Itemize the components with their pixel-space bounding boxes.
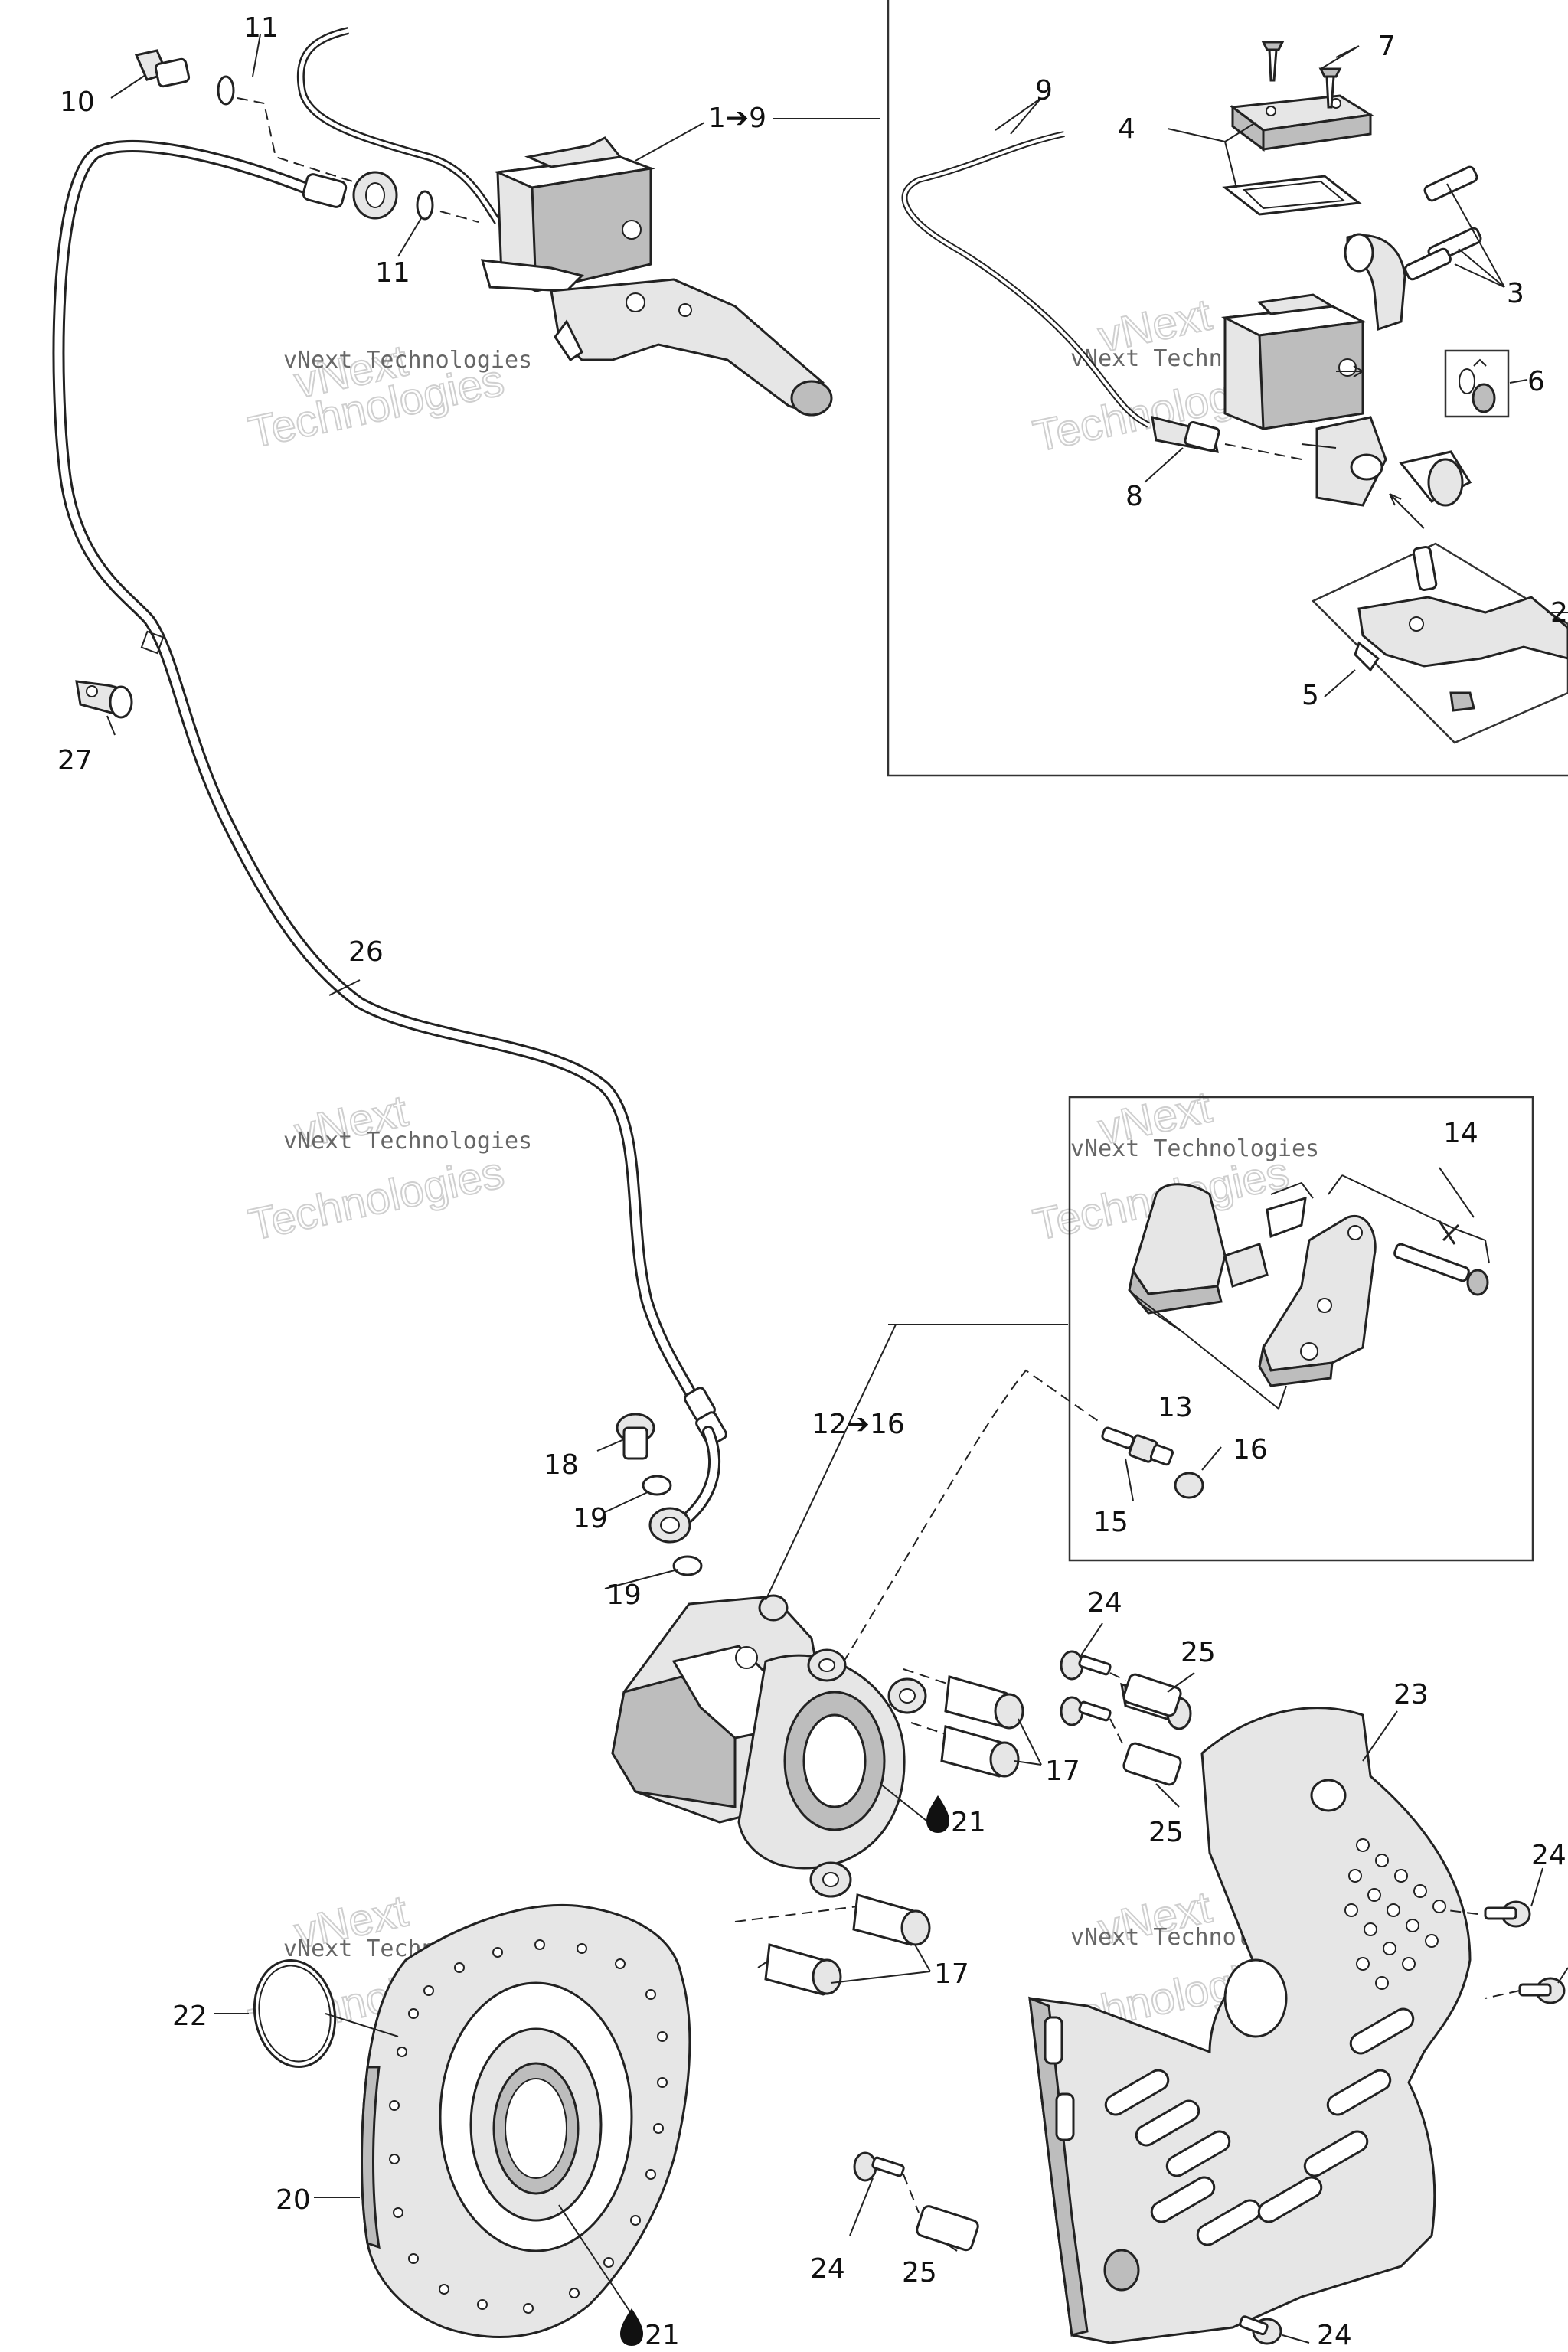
bolt-alignment-lines <box>734 1668 950 1968</box>
leader-lines <box>106 34 1568 2344</box>
guard-holes <box>1344 1838 1446 1990</box>
detail-pin-bracket <box>1341 1174 1490 1264</box>
label-11b: 11 <box>375 257 410 289</box>
oil-drop-icon <box>926 1795 949 1833</box>
disc-guard-23 <box>1028 1707 1472 2344</box>
label-12-to-16: 12➔16 <box>812 1409 905 1440</box>
detail-arrow-body <box>1336 365 1364 377</box>
watermark-text-4: vNext Technologies <box>1070 1135 1319 1162</box>
label-21b-group: 21 <box>620 2308 680 2351</box>
label-25b: 25 <box>1148 1817 1184 1848</box>
detail-pad-spring <box>1223 1181 1314 1288</box>
banjo-bolt-10 <box>134 49 191 88</box>
label-17a: 17 <box>1045 1756 1080 1787</box>
detail-clamp-3 <box>1344 233 1406 332</box>
label-7: 7 <box>1378 31 1396 62</box>
detail-diaphragm-4 <box>1222 175 1362 216</box>
label-25a: 25 <box>1181 1637 1216 1668</box>
detail-switch-wire-9 <box>901 131 1150 428</box>
label-15: 15 <box>1093 1507 1129 1538</box>
oil-drop-icon <box>620 2308 643 2346</box>
master-cylinder-assembly <box>480 136 833 416</box>
sealing-washer-11b <box>416 190 434 220</box>
detail-switch-alignment <box>1224 443 1302 460</box>
label-6: 6 <box>1527 366 1545 397</box>
master-cylinder-detail-frame <box>887 0 1568 777</box>
label-18: 18 <box>544 1449 579 1481</box>
washer-alignment-line <box>237 97 361 185</box>
label-26: 26 <box>348 936 384 968</box>
watermark-big-3b: Technologies <box>244 1148 508 1250</box>
bleeder-valve-15 <box>1101 1426 1174 1466</box>
label-21a: 21 <box>951 1807 986 1838</box>
label-24c: 24 <box>810 2253 845 2285</box>
detail-brake-pads-13 <box>1128 1183 1377 1387</box>
detail-sight-glass-6 <box>1444 349 1510 418</box>
bolts-24 <box>853 1650 1566 2345</box>
snap-ring-22 <box>253 1958 337 2069</box>
brake-caliper-assembly <box>611 1594 927 1898</box>
label-10: 10 <box>60 87 95 118</box>
watermark-1: vNext vNext Technologies Technologies <box>243 335 532 458</box>
label-19b: 19 <box>606 1579 642 1611</box>
caliper-bolts-17 <box>764 1675 1024 1996</box>
banjo-alignment-line-2 <box>439 211 479 223</box>
label-24a: 24 <box>1087 1587 1122 1619</box>
watermark-3: vNext vNext Technologies Technologies <box>243 1085 532 1250</box>
label-1-to-9: 1➔9 <box>708 103 766 134</box>
label-27: 27 <box>57 745 93 776</box>
banjo-bolt-18 <box>616 1413 655 1460</box>
guard-bolt-alignment <box>903 1672 1521 2213</box>
detail-arrow-switch <box>1301 443 1337 449</box>
guard-slots <box>1104 2007 1415 2246</box>
label-22: 22 <box>172 2001 207 2032</box>
brake-hose <box>52 140 727 1526</box>
detail-reservoir-cap-4 <box>1230 94 1374 152</box>
label-8: 8 <box>1125 481 1143 512</box>
hose-banjo-fitting <box>352 171 398 220</box>
label-24d: 24 <box>1317 2320 1352 2351</box>
callout-labels: 11 10 11 1➔9 9 4 7 3 6 8 5 2 27 26 12➔16… <box>57 12 1568 2351</box>
label-19a: 19 <box>573 1503 608 1534</box>
label-20: 20 <box>276 2184 311 2216</box>
label-25c: 25 <box>902 2257 937 2288</box>
label-11a: 11 <box>243 12 279 44</box>
label-4: 4 <box>1118 113 1135 145</box>
detail-lever-kit-5 <box>1311 542 1568 744</box>
sealing-washer-11a <box>217 75 235 106</box>
detail-master-cylinder-body <box>1220 293 1387 507</box>
label-9: 9 <box>1035 75 1053 106</box>
label-24b: 24 <box>1531 1840 1566 1871</box>
detail-clamp-bolts-3 <box>1404 165 1482 281</box>
watermark-text-3: vNext Technologies <box>283 1128 532 1155</box>
label-13: 13 <box>1158 1392 1193 1423</box>
label-21a-group: 21 <box>926 1795 986 1838</box>
label-16: 16 <box>1233 1434 1268 1465</box>
watermark-text-1: vNext Technologies <box>283 347 532 374</box>
detail-pad-pin-14 <box>1393 1220 1489 1296</box>
detail-boot <box>1399 450 1472 507</box>
label-17b: 17 <box>934 1958 969 1990</box>
spacers-25 <box>916 1673 1192 2252</box>
brake-disc-20 <box>361 1903 691 2338</box>
detail-switch-8 <box>1151 415 1220 453</box>
label-5: 5 <box>1302 680 1319 711</box>
label-3: 3 <box>1507 278 1524 309</box>
label-21b: 21 <box>645 2320 680 2351</box>
sealing-washer-19b <box>672 1555 703 1576</box>
label-14: 14 <box>1443 1118 1478 1149</box>
detail-screws-7 <box>1261 41 1342 109</box>
label-2: 2 <box>1550 597 1568 629</box>
bleeder-alignment-line <box>834 1369 1103 1677</box>
brake-pad-detail-frame <box>1068 1096 1534 1562</box>
label-23: 23 <box>1393 1679 1429 1710</box>
bleeder-cap-16 <box>1174 1472 1204 1499</box>
detail-arrow-lever <box>1389 493 1425 529</box>
sealing-washer-19a <box>642 1475 672 1496</box>
hose-clamp-27 <box>75 680 133 719</box>
